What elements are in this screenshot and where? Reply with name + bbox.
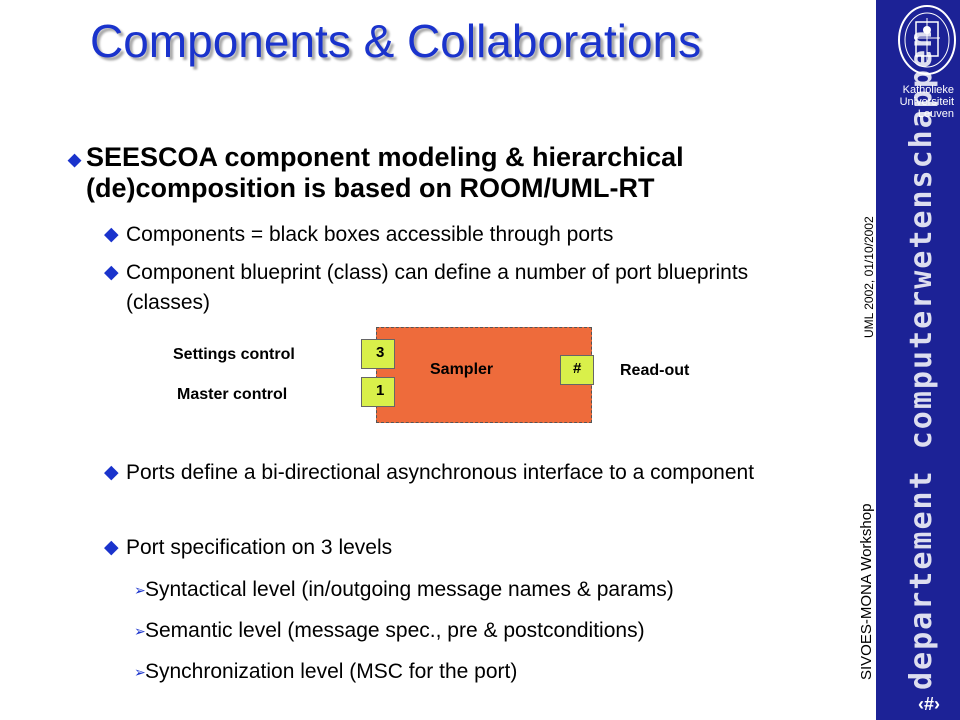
- university-seal-icon: [898, 5, 956, 75]
- bullet-item: ◆ Component blueprint (class) can define…: [104, 258, 824, 318]
- bullet-text: Semantic level (message spec., pre & pos…: [145, 619, 645, 642]
- university-sidebar: [876, 0, 960, 720]
- bullet-text: Synchronization level (MSC for the port): [145, 660, 518, 683]
- arrow-bullet-icon: ➢: [134, 623, 146, 639]
- arrow-bullet-icon: ➢: [134, 582, 146, 598]
- port-name-master: Master control: [177, 386, 288, 403]
- port-settings: 3: [361, 339, 395, 369]
- arrow-bullet-icon: ➢: [134, 664, 146, 680]
- university-name: Katholieke Universiteit Leuven: [899, 84, 954, 120]
- diamond-bullet-icon: ◆: [104, 462, 119, 483]
- port-readout: #: [560, 355, 594, 385]
- bullet-item: ◆ Ports define a bi-directional asynchro…: [104, 458, 824, 488]
- bullet-item: ◆ Components = black boxes accessible th…: [104, 220, 824, 250]
- sampler-component: [376, 327, 592, 423]
- bullet-text: Ports define a bi-directional asynchrono…: [126, 461, 755, 484]
- bullet-text: Port specification on 3 levels: [126, 536, 393, 559]
- bullet-item: ➢ Syntactical level (in/outgoing message…: [134, 575, 854, 605]
- bullet-item: ➢ Synchronization level (MSC for the por…: [134, 657, 854, 687]
- diamond-bullet-icon: ◆: [104, 224, 119, 245]
- diamond-bullet-icon: ◆: [68, 150, 82, 169]
- bullet-item: ◆ Port specification on 3 levels: [104, 533, 824, 563]
- date-footer: UML 2002, 01/10/2002: [862, 216, 876, 338]
- port-master: 1: [361, 377, 395, 407]
- bullet-text: Components = black boxes accessible thro…: [126, 223, 614, 246]
- workshop-footer: SIVOES-MONA Workshop: [858, 503, 875, 680]
- component-label: Sampler: [430, 361, 494, 378]
- slide-title: Components & Collaborations: [90, 15, 702, 67]
- bullet-text: SEESCOA component modeling & hierarchica…: [86, 142, 684, 203]
- diamond-bullet-icon: ◆: [104, 262, 119, 283]
- bullet-list: ◆ SEESCOA component modeling & hierarchi…: [68, 142, 854, 687]
- bullet-item: ➢ Semantic level (message spec., pre & p…: [134, 616, 854, 646]
- port-name-settings: Settings control: [173, 346, 295, 363]
- bullet-item: ◆ SEESCOA component modeling & hierarchi…: [68, 142, 838, 204]
- slide-number: ‹#›: [918, 694, 940, 714]
- bullet-text: Syntactical level (in/outgoing message n…: [145, 578, 674, 601]
- port-name-readout: Read-out: [620, 362, 690, 379]
- department-name: departement computerwetenschappen: [904, 27, 939, 690]
- bullet-text: Component blueprint (class) can define a…: [126, 261, 749, 314]
- diamond-bullet-icon: ◆: [104, 537, 119, 558]
